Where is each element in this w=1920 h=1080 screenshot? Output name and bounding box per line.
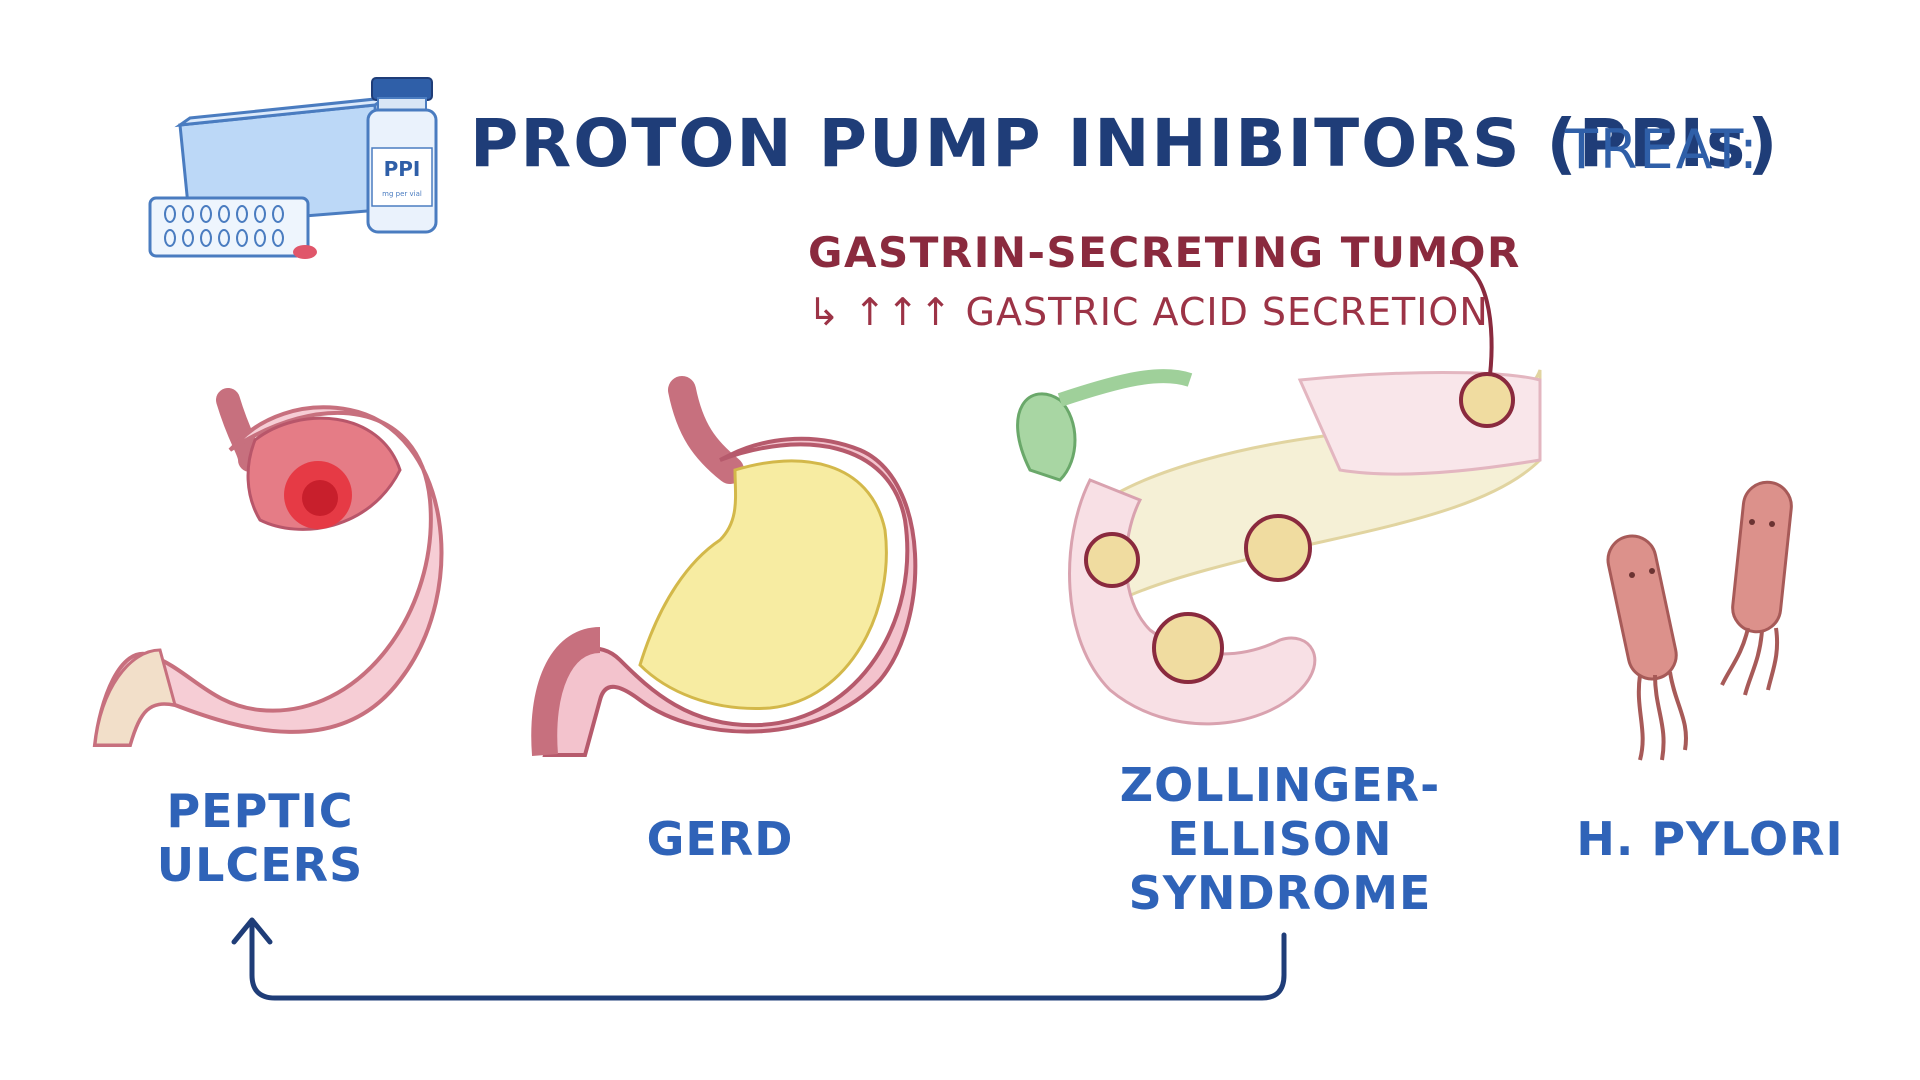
gallbladder-icon xyxy=(1016,392,1077,482)
ulcer-icon xyxy=(302,480,338,516)
bacterium-icon xyxy=(1720,480,1793,696)
tumor-icon xyxy=(1084,532,1140,588)
peptic-ulcer-stomach-illustration xyxy=(92,388,444,747)
label-zollinger-ellison: ZOLLINGER-ELLISON SYNDROME xyxy=(1119,758,1441,920)
tumor-icon xyxy=(1459,372,1515,428)
label-gerd: GERD xyxy=(646,812,794,866)
h-pylori-bacteria-illustration xyxy=(1606,480,1793,761)
bacterium-icon xyxy=(1606,534,1688,761)
ppi-medication-icon xyxy=(148,77,438,259)
label-h-pylori: H. PYLORI xyxy=(1576,812,1844,866)
pancreas-duodenum-illustration xyxy=(1016,260,1542,726)
blister-pack-icon xyxy=(148,196,310,258)
gastric-acid-callout: ↳ ↑↑↑ GASTRIC ACID SECRETION xyxy=(808,290,1489,334)
gerd-stomach-illustration xyxy=(531,376,918,757)
zes-to-peptic-ulcer-arrow xyxy=(231,917,1287,1001)
vial-label: PPI xyxy=(384,157,421,181)
vial-icon xyxy=(366,77,438,234)
tumor-icon xyxy=(1244,514,1312,582)
title-treat: TREAT: xyxy=(1565,118,1760,181)
pill-icon xyxy=(293,245,317,259)
label-peptic-ulcers: PEPTIC ULCERS xyxy=(156,784,364,892)
tumor-icon xyxy=(1152,612,1224,684)
callout-leader-line xyxy=(1449,260,1494,376)
arrow-head-icon xyxy=(231,917,273,945)
page-title: PROTON PUMP INHIBITORS (PPIs) xyxy=(470,105,1780,182)
vial-sublabel: mg per vial xyxy=(382,190,422,198)
gastrin-tumor-callout: GASTRIN-SECRETING TUMOR xyxy=(808,228,1521,277)
